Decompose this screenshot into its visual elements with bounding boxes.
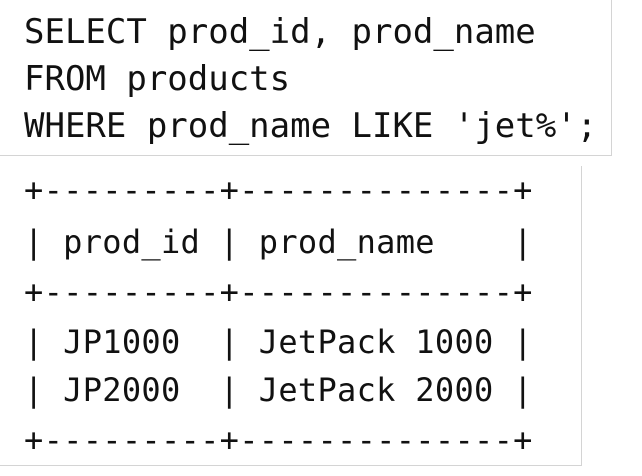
table-header-row: | prod_id | prod_name |: [24, 223, 533, 261]
query-line-select: SELECT prod_id, prod_name: [24, 12, 536, 52]
query-line-from: FROM products: [24, 59, 291, 99]
query-result-table: +---------+--------------+ | prod_id | p…: [0, 166, 582, 466]
table-top-border: +---------+--------------+: [24, 171, 533, 209]
query-line-where: WHERE prod_name LIKE 'jet%';: [24, 106, 598, 146]
table-row: | JP2000 | JetPack 2000 |: [24, 371, 533, 409]
sql-query-block: SELECT prod_id, prod_name FROM products …: [0, 0, 612, 156]
table-header-border: +---------+--------------+: [24, 273, 533, 311]
table-row: | JP1000 | JetPack 1000 |: [24, 323, 533, 361]
table-bottom-border: +---------+--------------+: [24, 421, 533, 459]
